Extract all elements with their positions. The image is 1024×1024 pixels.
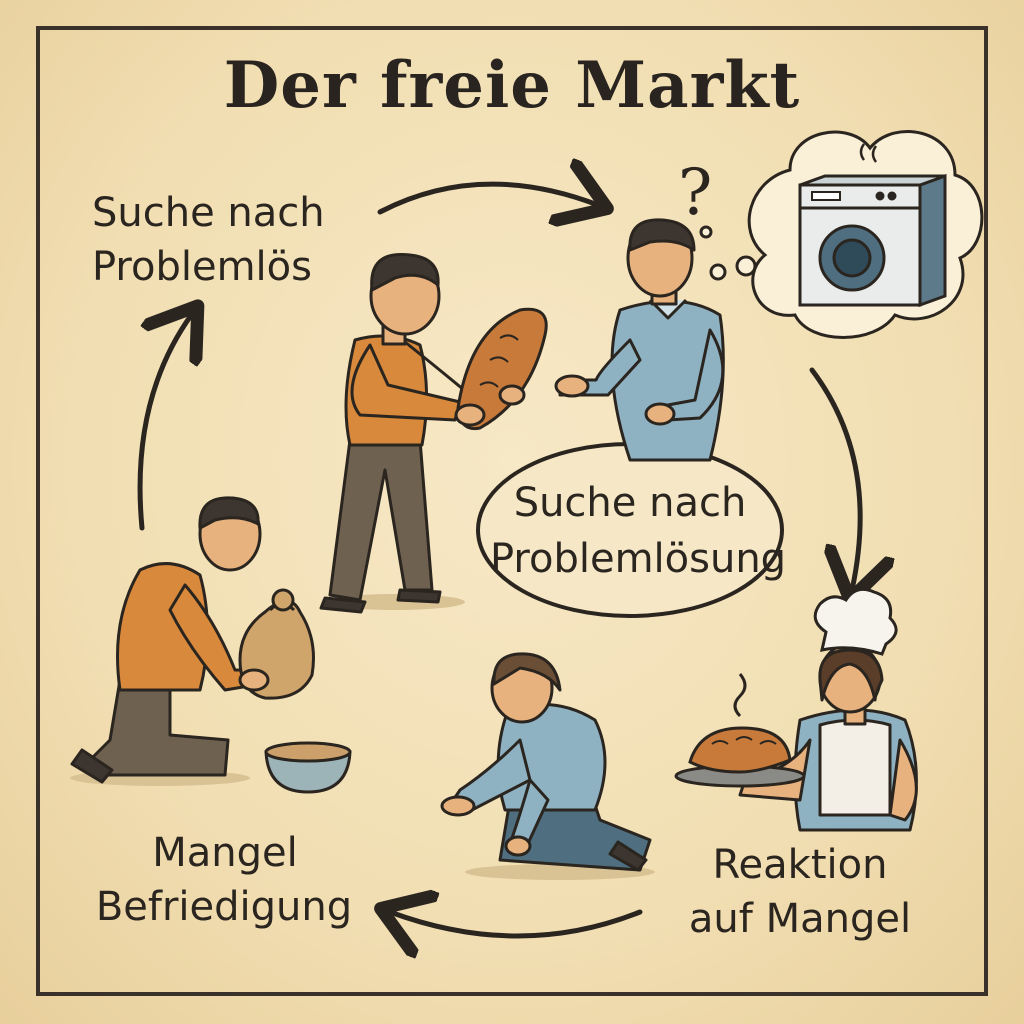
- bubble-label-line2: Problemlösung: [490, 536, 787, 582]
- label-bottom-left-line2: Befriedigung: [95, 884, 353, 930]
- washing-machine-icon: [798, 173, 947, 308]
- arrow-left: [137, 314, 192, 531]
- baked-bread-icon: [674, 726, 806, 788]
- chef-hat-icon: [813, 587, 898, 656]
- steam-icon: [859, 143, 878, 163]
- label-bottom-right-line2: auf Mangel: [688, 896, 912, 942]
- steam-icon: [733, 673, 747, 718]
- label-bottom-right-line1: Reaktion: [712, 842, 888, 888]
- label-top-left-line2: Problemlös: [92, 244, 312, 290]
- person-kneeling-reaching: [440, 652, 655, 880]
- arrow-top: [377, 184, 598, 212]
- person-buyer: [554, 218, 725, 462]
- label-top-left-line1: Suche nach: [92, 190, 325, 236]
- page-title: Der freie Markt: [223, 48, 801, 123]
- bread-icon: [454, 307, 548, 431]
- person-seller: [319, 252, 471, 614]
- speech-bubble: [476, 442, 784, 618]
- label-bottom-left-line1: Mangel: [152, 830, 298, 876]
- sack-icon: [238, 588, 315, 700]
- cycle-arrow-icon: [137, 184, 860, 936]
- bowl-icon: [264, 741, 352, 794]
- person-kneeling-sack: [70, 496, 262, 786]
- question-mark-icon: ?: [678, 156, 713, 230]
- arrow-right: [809, 367, 860, 590]
- arrow-bottom: [390, 912, 643, 936]
- frame-border: [36, 26, 988, 996]
- bubble-label-line1: Suche nach: [513, 480, 747, 526]
